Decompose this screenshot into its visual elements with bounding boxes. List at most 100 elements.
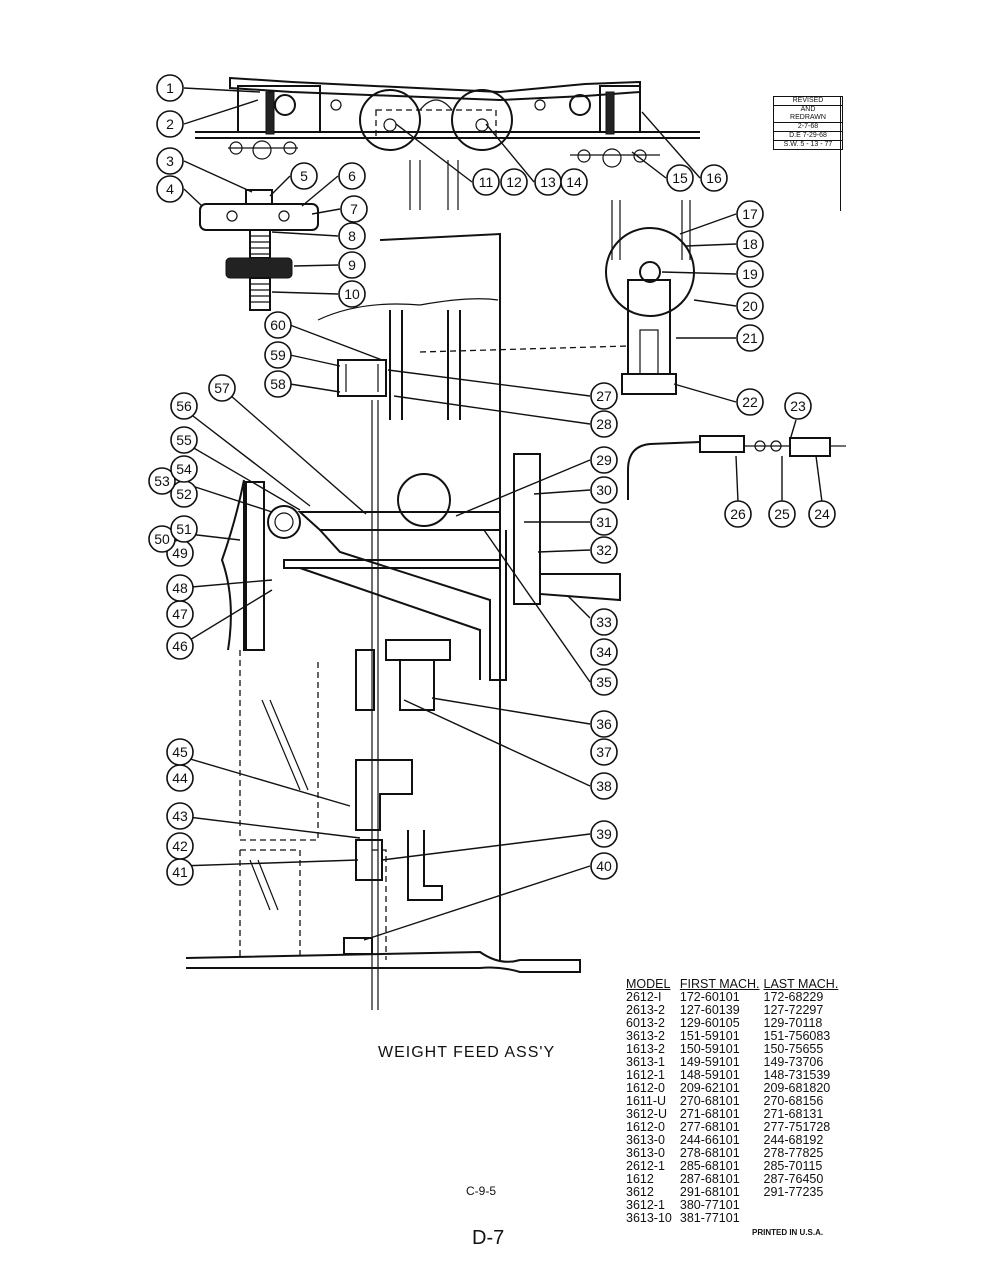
callout-number: 54	[176, 461, 192, 477]
callout-number: 3	[166, 153, 174, 169]
cell-model: 3612	[626, 1185, 654, 1199]
callout-number: 55	[176, 432, 192, 448]
callout-26: 26	[724, 500, 752, 528]
callout-47: 47	[166, 600, 194, 628]
callout-8: 8	[338, 222, 366, 250]
callout-6: 6	[338, 162, 366, 190]
cell-model: 3613-10	[626, 1211, 672, 1225]
cell-model: 2612-1	[626, 1159, 665, 1173]
callout-number: 58	[270, 376, 286, 392]
cell-last-mach	[764, 1212, 843, 1225]
callout-40: 40	[590, 852, 618, 880]
callout-number: 9	[348, 257, 356, 273]
callout-number: 7	[350, 201, 358, 217]
callout-15: 15	[666, 164, 694, 192]
callout-18: 18	[736, 230, 764, 258]
callout-29: 29	[590, 446, 618, 474]
cell-last-mach: 172-68229	[763, 990, 824, 1004]
callout-1: 1	[156, 74, 184, 102]
revision-rule	[840, 96, 841, 211]
revision-line: 2-7-68	[774, 123, 842, 132]
cell-last-mach: 278-77825	[763, 1146, 824, 1160]
cell-first-mach: 271-68101	[679, 1107, 740, 1121]
callout-number: 47	[172, 606, 188, 622]
callout-number: 39	[596, 826, 612, 842]
cell-last-mach: 148-731539	[763, 1068, 831, 1082]
callout-number: 40	[596, 858, 612, 874]
callout-44: 44	[166, 764, 194, 792]
callout-60: 60	[264, 311, 292, 339]
cell-last-mach: 209-681820	[763, 1081, 831, 1095]
revision-box: REVISED AND REDRAWN 2-7-68 D.E 7-29-68 S…	[773, 96, 843, 150]
callout-34: 34	[590, 638, 618, 666]
callout-13: 13	[534, 168, 562, 196]
callout-21: 21	[736, 324, 764, 352]
callout-number: 29	[596, 452, 612, 468]
callout-50: 50	[148, 525, 176, 553]
cell-first-mach: 270-68101	[679, 1094, 740, 1108]
cell-model: 3613-2	[626, 1029, 665, 1043]
callout-number: 27	[596, 388, 612, 404]
callout-4: 4	[156, 175, 184, 203]
cell-model: 1612	[626, 1172, 654, 1186]
cell-model: 1612-1	[626, 1068, 665, 1082]
callout-number: 28	[596, 416, 612, 432]
cell-last-mach: 291-77235	[763, 1185, 824, 1199]
cell-last-mach: 271-68131	[763, 1107, 824, 1121]
callout-number: 59	[270, 347, 286, 363]
cell-last-mach: 151-756083	[763, 1029, 831, 1043]
cell-last-mach: 149-73706	[763, 1055, 824, 1069]
callout-36: 36	[590, 710, 618, 738]
callout-number: 41	[172, 864, 188, 880]
callout-7: 7	[340, 195, 368, 223]
callout-number: 60	[270, 317, 286, 333]
callout-11: 11	[472, 168, 500, 196]
callout-56: 56	[170, 392, 198, 420]
callout-43: 43	[166, 802, 194, 830]
column-header-last-mach: LAST MACH.	[763, 977, 839, 991]
cell-last-mach: 277-751728	[763, 1120, 831, 1134]
callout-number: 16	[706, 170, 722, 186]
knob-nut-stack	[199, 189, 319, 311]
callout-19: 19	[736, 260, 764, 288]
callout-53: 53	[148, 467, 176, 495]
callout-45: 45	[166, 738, 194, 766]
callout-number: 19	[742, 266, 758, 282]
cell-model: 3612-1	[626, 1198, 665, 1212]
callout-number: 32	[596, 542, 612, 558]
cell-first-mach: 149-59101	[679, 1055, 740, 1069]
cell-model: 3612-U	[626, 1107, 667, 1121]
callout-number: 14	[566, 174, 582, 190]
callout-number: 56	[176, 398, 192, 414]
cell-model: 1612-0	[626, 1120, 665, 1134]
callout-number: 25	[774, 506, 790, 522]
callout-20: 20	[736, 292, 764, 320]
callout-number: 45	[172, 744, 188, 760]
top-rail-assembly	[195, 76, 700, 210]
callout-24: 24	[808, 500, 836, 528]
callout-number: 5	[300, 168, 308, 184]
callout-2: 2	[156, 110, 184, 138]
callout-number: 21	[742, 330, 758, 346]
callout-31: 31	[590, 508, 618, 536]
cell-first-mach: 244-66101	[679, 1133, 740, 1147]
callout-number: 23	[790, 398, 806, 414]
cell-model: 1613-2	[626, 1042, 665, 1056]
callout-58: 58	[264, 370, 292, 398]
callout-number: 8	[348, 228, 356, 244]
callout-9: 9	[338, 251, 366, 279]
revision-line: S.W. 5 - 13 - 77	[783, 141, 833, 148]
callout-46: 46	[166, 632, 194, 660]
callout-10: 10	[338, 280, 366, 308]
callout-number: 12	[506, 174, 522, 190]
